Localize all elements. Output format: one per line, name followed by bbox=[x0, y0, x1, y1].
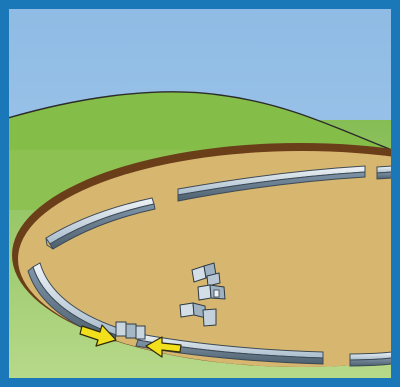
track-segment bbox=[177, 165, 366, 202]
track-segment bbox=[376, 165, 392, 180]
loose-connector bbox=[179, 302, 217, 327]
track-segment bbox=[349, 351, 392, 367]
arrow-icon bbox=[79, 324, 117, 347]
frame-inner bbox=[7, 7, 393, 380]
loose-connector bbox=[191, 262, 221, 287]
track-segment bbox=[45, 197, 156, 250]
track-segment bbox=[135, 333, 324, 365]
loose-connector bbox=[197, 284, 226, 301]
arrow-icon bbox=[145, 336, 182, 358]
segment-connector bbox=[115, 321, 146, 340]
soil-bed bbox=[18, 151, 392, 367]
